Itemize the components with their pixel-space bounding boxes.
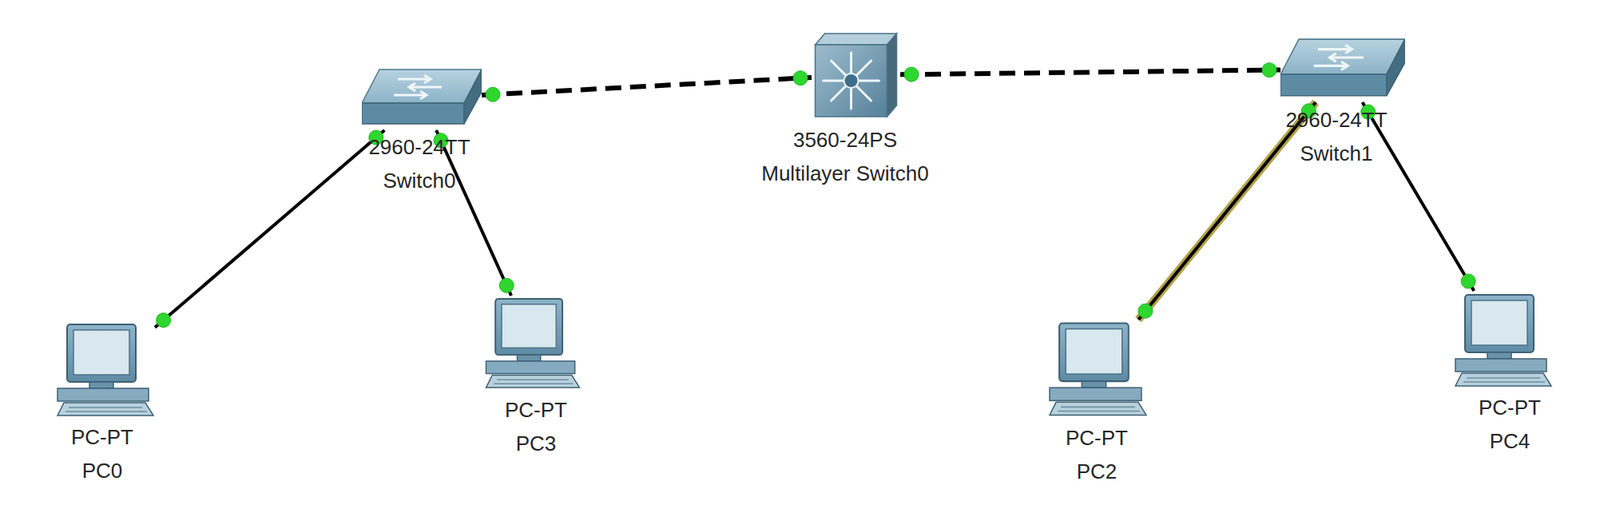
link-light <box>485 87 501 102</box>
device-icon <box>361 66 482 131</box>
device-icon <box>1453 290 1553 390</box>
device-icon <box>811 30 901 120</box>
model-label: PC-PT <box>1065 420 1128 455</box>
device-name: PC0 <box>71 453 134 488</box>
multilayer-switch-device: 3560-24PSMultilayer Switch0 <box>811 30 901 120</box>
model-label: PC-PT <box>71 420 134 454</box>
device-name: PC2 <box>1065 454 1128 489</box>
device-icon <box>1280 35 1406 103</box>
model-label: 3560-24PS <box>761 123 930 157</box>
crossover-cable <box>481 77 812 96</box>
model-label: PC-PT <box>504 393 568 427</box>
device-labels: PC-PTPC2 <box>1065 420 1128 489</box>
device-labels: PC-PTPC0 <box>71 420 134 488</box>
device-labels: PC-PTPC3 <box>504 393 568 461</box>
device-icon <box>481 295 584 391</box>
model-label: 2960-24TT <box>368 130 470 164</box>
switch-device: 2960-24TTSwitch1 <box>1280 35 1406 103</box>
model-label: 2960-24TT <box>1285 103 1387 137</box>
straight-cable <box>154 130 385 328</box>
pc-device: PC-PTPC3 <box>481 295 584 391</box>
link-light <box>1262 63 1277 78</box>
device-name: Multilayer Switch0 <box>761 156 930 191</box>
device-name: PC4 <box>1478 424 1541 458</box>
device-labels: 2960-24TTSwitch0 <box>368 130 470 198</box>
device-name: PC3 <box>504 426 568 461</box>
model-label: PC-PT <box>1478 390 1541 425</box>
network-link <box>481 71 812 103</box>
switch-device: 2960-24TTSwitch0 <box>361 66 482 131</box>
pc-device: PC-PTPC4 <box>1453 290 1553 390</box>
straight-cable <box>1138 102 1316 320</box>
network-link <box>900 63 1281 83</box>
device-labels: 3560-24PSMultilayer Switch0 <box>761 123 930 191</box>
link-light <box>156 313 171 328</box>
network-link <box>154 130 385 328</box>
device-name: Switch0 <box>368 163 470 198</box>
device-icon <box>1048 319 1148 419</box>
pc-device: PC-PTPC2 <box>1048 319 1148 419</box>
device-labels: PC-PTPC4 <box>1478 390 1541 458</box>
link-light <box>904 67 919 82</box>
link-light <box>1138 303 1153 318</box>
link-light <box>1461 273 1476 289</box>
network-link <box>1138 102 1316 320</box>
link-light <box>499 277 514 293</box>
link-highlight <box>1138 102 1316 320</box>
device-name: Switch1 <box>1285 136 1387 171</box>
device-labels: 2960-24TTSwitch1 <box>1285 103 1387 171</box>
link-light <box>793 71 808 86</box>
pc-device: PC-PTPC0 <box>55 321 155 419</box>
device-icon <box>55 321 155 419</box>
crossover-cable <box>900 69 1281 75</box>
